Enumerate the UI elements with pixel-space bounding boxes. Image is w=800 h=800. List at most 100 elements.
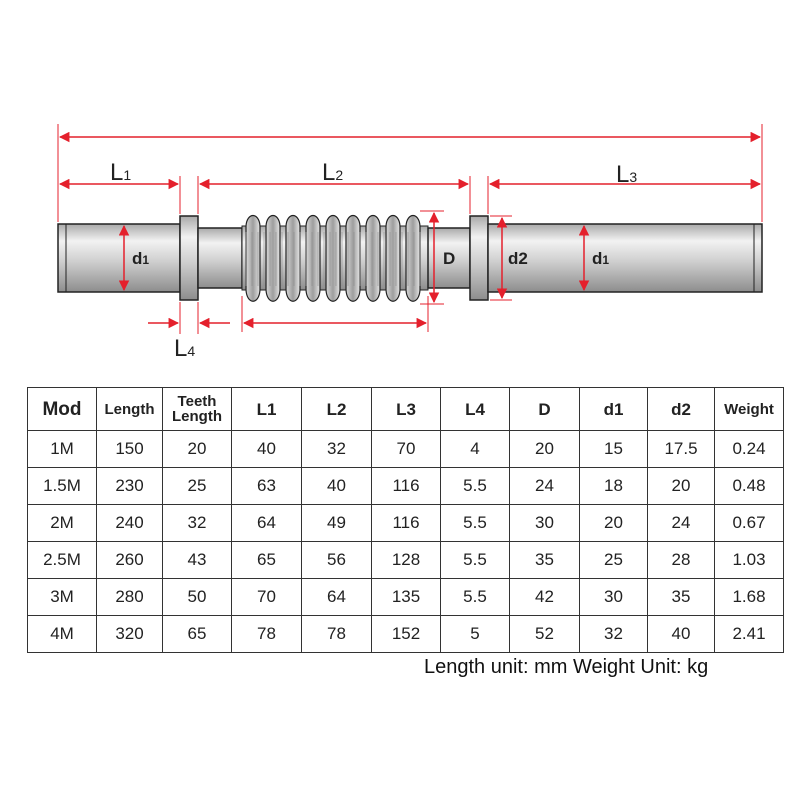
cell: 25 xyxy=(579,541,648,579)
cell: 5.5 xyxy=(440,578,510,616)
header-d1: d1 xyxy=(579,387,648,431)
label-d1-left: d1 xyxy=(132,249,149,268)
header-l3: L3 xyxy=(371,387,441,431)
cell: 2M xyxy=(27,504,97,542)
cell: 0.48 xyxy=(714,467,784,505)
cell: 15 xyxy=(579,430,648,468)
cell: 20 xyxy=(162,430,232,468)
worm-teeth xyxy=(245,214,421,302)
right-shaft-end xyxy=(487,223,763,293)
cell: 280 xyxy=(96,578,163,616)
label-l2: L2 xyxy=(322,159,343,186)
label-l4: L4 xyxy=(174,335,195,362)
cell: 30 xyxy=(509,504,580,542)
label-l3: L3 xyxy=(616,161,637,188)
cell: 2.5M xyxy=(27,541,97,579)
worm-tooth xyxy=(325,214,341,302)
cell: 0.24 xyxy=(714,430,784,468)
worm-tooth xyxy=(265,214,281,302)
cell: 43 xyxy=(162,541,232,579)
label-d1-right: d1 xyxy=(592,249,609,268)
dimension-arrows xyxy=(58,131,762,329)
cell: 63 xyxy=(231,467,302,505)
cell: 1.68 xyxy=(714,578,784,616)
cell: 5.5 xyxy=(440,467,510,505)
label-d2: d2 xyxy=(508,249,528,268)
cell: 1M xyxy=(27,430,97,468)
cell: 4M xyxy=(27,615,97,653)
cell: 3M xyxy=(27,578,97,616)
cell: 5 xyxy=(440,615,510,653)
cell: 240 xyxy=(96,504,163,542)
right-collar xyxy=(469,215,489,301)
worm-tooth xyxy=(245,214,261,302)
cell: 20 xyxy=(647,467,715,505)
left-neck xyxy=(197,227,243,289)
cell: 1.5M xyxy=(27,467,97,505)
cell: 70 xyxy=(371,430,441,468)
cell: 35 xyxy=(509,541,580,579)
cell: 152 xyxy=(371,615,441,653)
header-d2: d2 xyxy=(647,387,715,431)
cell: 1.03 xyxy=(714,541,784,579)
cell: 64 xyxy=(301,578,372,616)
cell: 18 xyxy=(579,467,648,505)
worm-tooth xyxy=(285,214,301,302)
header-l2: L2 xyxy=(301,387,372,431)
cell: 20 xyxy=(579,504,648,542)
cell: 65 xyxy=(162,615,232,653)
shaft xyxy=(57,214,763,302)
extension-lines xyxy=(57,124,763,334)
header-l4: L4 xyxy=(440,387,510,431)
header-l1: L1 xyxy=(231,387,302,431)
header-length: Length xyxy=(96,387,163,431)
cell: 2.41 xyxy=(714,615,784,653)
header-D: D xyxy=(509,387,580,431)
cell: 116 xyxy=(371,467,441,505)
cell: 135 xyxy=(371,578,441,616)
cell: 128 xyxy=(371,541,441,579)
cell: 32 xyxy=(162,504,232,542)
worm-tooth xyxy=(365,214,381,302)
label-D: D xyxy=(443,249,455,268)
cell: 30 xyxy=(579,578,648,616)
left-shaft-end xyxy=(57,223,181,293)
cell: 40 xyxy=(647,615,715,653)
worm-tooth xyxy=(385,214,401,302)
cell: 5.5 xyxy=(440,504,510,542)
cell: 64 xyxy=(231,504,302,542)
worm-shaft-diagram: L1 L2 L3 L4 d1 D d2 d1 xyxy=(57,124,763,362)
cell: 150 xyxy=(96,430,163,468)
cell: 116 xyxy=(371,504,441,542)
cell: 70 xyxy=(231,578,302,616)
cell: 5.5 xyxy=(440,541,510,579)
worm-tooth xyxy=(405,214,421,302)
cell: 25 xyxy=(162,467,232,505)
cell: 320 xyxy=(96,615,163,653)
cell: 50 xyxy=(162,578,232,616)
cell: 24 xyxy=(647,504,715,542)
cell: 28 xyxy=(647,541,715,579)
cell: 24 xyxy=(509,467,580,505)
cell: 4 xyxy=(440,430,510,468)
worm-tooth xyxy=(345,214,361,302)
cell: 17.5 xyxy=(647,430,715,468)
cell: 78 xyxy=(231,615,302,653)
cell: 230 xyxy=(96,467,163,505)
worm-tooth xyxy=(305,214,321,302)
units-note: Length unit: mm Weight Unit: kg xyxy=(424,656,709,678)
cell: 20 xyxy=(509,430,580,468)
cell: 49 xyxy=(301,504,372,542)
cell: 40 xyxy=(231,430,302,468)
cell: 52 xyxy=(509,615,580,653)
cell: 32 xyxy=(579,615,648,653)
